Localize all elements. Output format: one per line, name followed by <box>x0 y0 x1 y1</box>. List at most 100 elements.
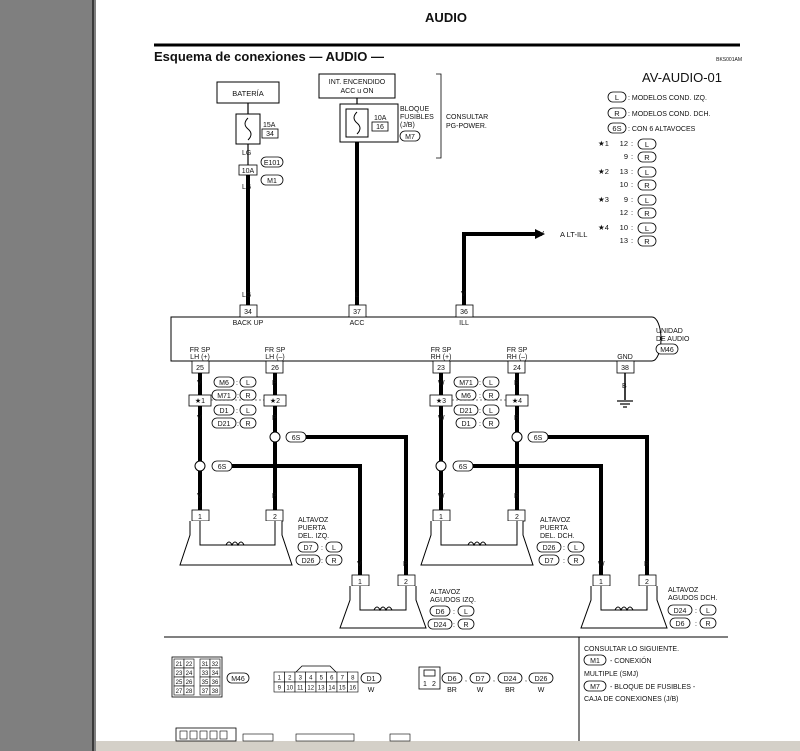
legend-star-code: R <box>644 209 650 218</box>
footer-m7-text: - BLOQUE DE FUSIBLES - <box>610 684 696 691</box>
joint-tags-rh: M71 : L M6 : R D21 : L D1 : R <box>453 376 500 429</box>
pin-25-num: 25 <box>196 365 204 372</box>
d1-pin: 2 <box>288 676 292 682</box>
pin-36-num: 36 <box>460 309 468 316</box>
joint-r: R <box>245 393 250 400</box>
legend-code-r: R <box>614 109 620 118</box>
wire-color-w: W <box>598 561 605 568</box>
tag-colon: : <box>236 408 238 415</box>
legend-star-code: L <box>645 140 649 149</box>
legend-code-l: L <box>615 93 619 102</box>
d1-pin: 11 <box>297 686 304 692</box>
speaker-rh-door-label: DEL. DCH. <box>540 533 575 540</box>
speaker-tag-r: R <box>705 621 710 628</box>
speaker-rh-door: 1 2 <box>420 509 534 566</box>
ground-icon <box>617 400 633 408</box>
joint-r: R <box>245 421 250 428</box>
m46-pin: 24 <box>186 671 193 677</box>
wire-color-p: P <box>403 561 408 568</box>
splices: 6S 6S 6S 6S <box>194 431 549 472</box>
joint-l: L <box>246 380 250 387</box>
d1-pin: 14 <box>328 686 335 692</box>
d1-pin: 9 <box>278 686 282 692</box>
legend-star-num: 12 <box>620 139 628 148</box>
joint-star-2: ★2 <box>270 397 280 405</box>
legend-star-num: 12 <box>620 208 628 217</box>
speaker-pin-1: 1 <box>198 514 202 521</box>
joint-r: R <box>488 421 493 428</box>
legend-star-num: 9 <box>624 152 628 161</box>
tag-colon: : <box>479 393 481 400</box>
footer-conn-d1: D1 <box>367 676 376 683</box>
d1-pin: 13 <box>318 686 325 692</box>
legend-text-l: : MODELOS COND. IZQ. <box>628 95 707 102</box>
joint-tags-lh: M6 : L M71 : R D1 : L D21 : R <box>211 376 257 429</box>
m46-pin: 26 <box>186 680 193 686</box>
speaker-lh-door-label: ALTAVOZ <box>298 517 329 524</box>
pin-24-name1: FR SP <box>507 347 528 354</box>
m46-pin: 36 <box>212 680 219 686</box>
tag-colon: : <box>453 622 455 629</box>
tag-colon: : <box>236 380 238 387</box>
lt-ill-label: A LT-ILL <box>560 230 587 239</box>
unit-label-2: DE AUDIO <box>656 336 690 343</box>
pin-25-name1: FR SP <box>190 347 211 354</box>
joint-l: L <box>246 408 250 415</box>
legend-text-6s: : CON 6 ALTAVOCES <box>628 126 696 133</box>
battery: BATERÍA <box>216 81 280 104</box>
speaker-pin-1: 1 <box>439 514 443 521</box>
wire-color-p: P <box>272 415 277 422</box>
m46-pin: 27 <box>176 689 183 695</box>
footer-conn-d6: D6 <box>448 676 457 683</box>
wire-color-v: V <box>357 561 362 568</box>
twopin-pin: 2 <box>432 681 436 688</box>
m46-pin: 22 <box>186 662 193 668</box>
pin-26-num: 26 <box>271 365 279 372</box>
legend-star-code: L <box>645 196 649 205</box>
joint-l: L <box>489 380 493 387</box>
legend-star-colon: : <box>631 236 633 245</box>
wire-color-v: V <box>197 493 202 500</box>
legend-star-num: 13 <box>620 167 628 176</box>
d1-pin: 1 <box>278 676 282 682</box>
tag-colon: : <box>479 408 481 415</box>
legend-star-2: ★2 13 : L 10 : R <box>598 166 657 191</box>
fuse-block-label: (J/B) <box>400 122 415 129</box>
unit-label-1: UNIDAD <box>656 328 683 335</box>
pin-26-name2: LH (–) <box>265 354 284 361</box>
legend-star-colon: : <box>631 223 633 232</box>
speaker-lh-door: 1 2 <box>179 509 293 566</box>
conn-e101: E101 <box>264 160 280 167</box>
speaker-conn-d7: D7 <box>304 545 313 552</box>
speaker-rh-door-label: PUERTA <box>540 525 568 532</box>
legend-item-l: L : MODELOS COND. IZQ. <box>607 91 707 103</box>
speaker-pin-1: 1 <box>358 579 362 586</box>
m46-pin: 23 <box>176 671 183 677</box>
audio-unit: 34 BACK UP 37 ACC 36 ILL FR SP LH (+) 25… <box>170 304 662 374</box>
legend-star-colon: : <box>631 195 633 204</box>
wire-color-v: V <box>197 380 202 387</box>
wire-color-p: P <box>272 493 277 500</box>
m46-pin: 21 <box>176 662 183 668</box>
ign-label-1: INT. ENCENDIDO <box>329 79 386 86</box>
footer-conn-d26: D26 <box>535 676 548 683</box>
fuse-15a: 15A 34 <box>235 113 279 145</box>
footer-consult-title: CONSULTAR LO SIGUIENTE. <box>584 646 679 653</box>
d1-pin: 6 <box>330 676 334 682</box>
footer-conn-d7: D7 <box>476 676 485 683</box>
m46-pin: 34 <box>212 671 219 677</box>
joint-d21: D21 <box>218 421 231 428</box>
joint-d21: D21 <box>460 408 473 415</box>
window-status-strip <box>96 741 800 751</box>
diagram-id: AV-AUDIO-01 <box>642 70 722 85</box>
m46-pin: 25 <box>176 680 183 686</box>
tag-colon: : <box>479 380 481 387</box>
twopin-pin: 1 <box>423 681 427 688</box>
pin-24-name2: RH (–) <box>507 354 528 361</box>
legend-star-num: 13 <box>620 236 628 245</box>
tag-colon: : <box>695 621 697 628</box>
speaker-tag-l: L <box>706 608 710 615</box>
speaker-lh-door-label: DEL. IZQ. <box>298 533 329 540</box>
